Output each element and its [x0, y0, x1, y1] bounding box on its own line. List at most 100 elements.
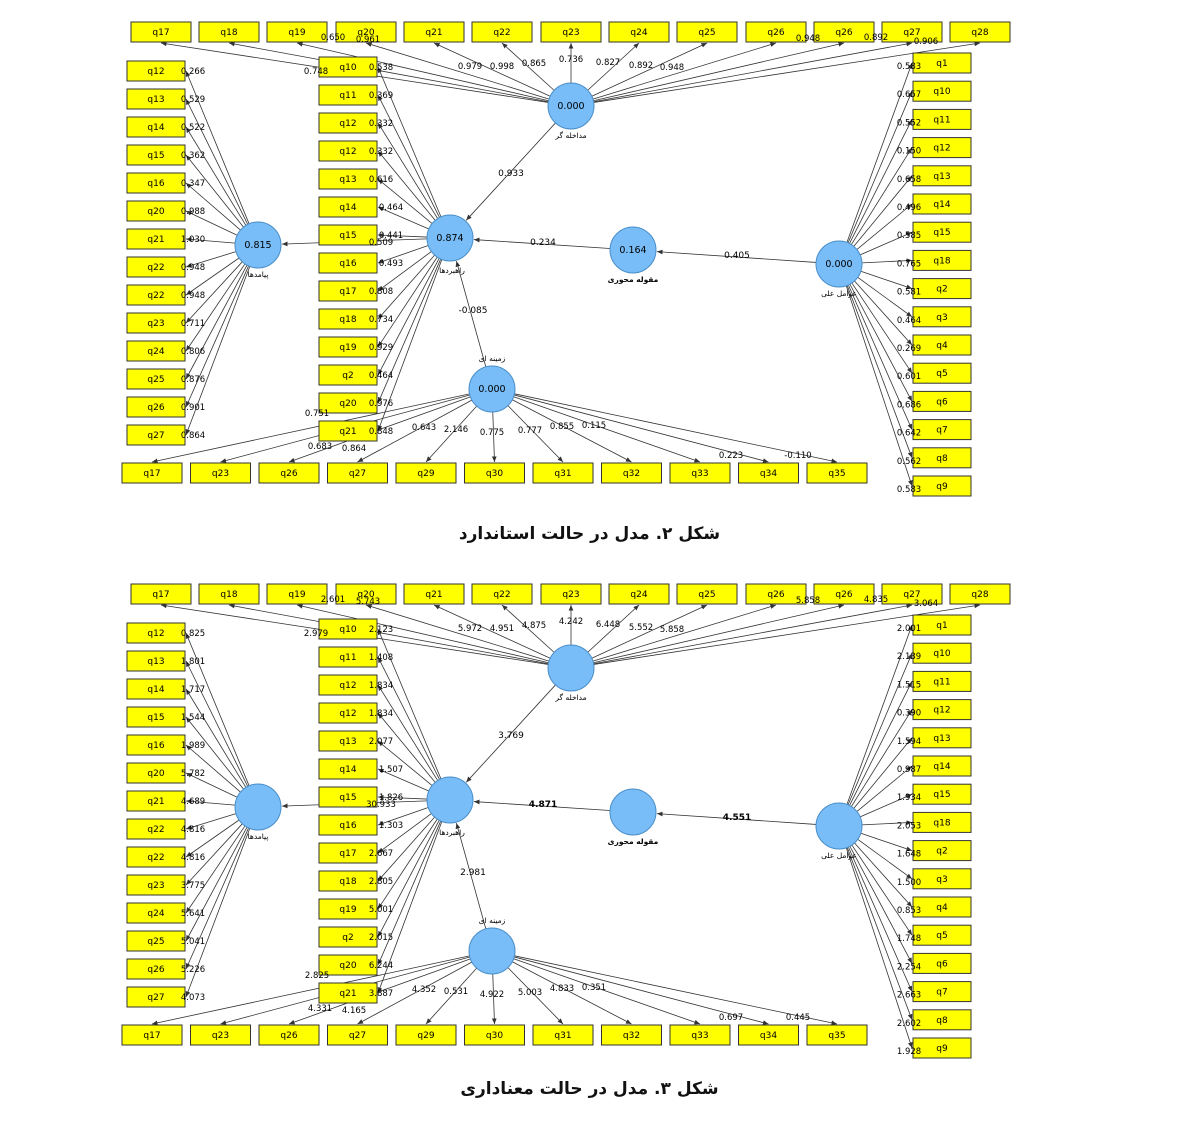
bottom-loading-label: 0.777 — [518, 426, 542, 436]
left-loading-label: 0.711 — [181, 319, 205, 329]
moderator-name: مداخله گر — [554, 131, 586, 140]
outcome-edge — [185, 182, 241, 231]
category-value: 0.164 — [619, 245, 646, 256]
indicator-label: q15 — [933, 228, 950, 238]
causal-edge — [849, 284, 913, 402]
right-loading-label: 0.658 — [897, 175, 921, 185]
moderator-edge — [433, 42, 551, 97]
mid-indicator-q14: q14 — [318, 758, 378, 780]
moderator-edge — [592, 604, 777, 662]
indicator-box — [395, 1024, 457, 1046]
indicator-box — [912, 1037, 972, 1059]
indicator-label: q9 — [936, 1044, 948, 1054]
indicator-label: q19 — [339, 905, 356, 915]
indicator-label: q6 — [936, 397, 948, 407]
bottom-indicator-q32: q32 — [601, 462, 662, 484]
bottom-loading-label: 4.922 — [480, 990, 504, 1000]
outcome-edge — [185, 261, 243, 324]
right-loading-label: 2.254 — [897, 962, 921, 972]
strategy-edge — [377, 258, 440, 376]
context-edge — [357, 961, 473, 1025]
outcome-edge — [185, 688, 247, 788]
moderator-edge — [228, 603, 549, 665]
left-indicator-q20: q20 — [126, 200, 186, 222]
indicator-box — [126, 930, 186, 952]
indicator-label: q26 — [147, 965, 164, 975]
indicator-label: q26 — [147, 403, 164, 413]
indicator-label: q22 — [493, 28, 510, 38]
indicator-box — [813, 583, 875, 605]
indicator-label: q17 — [339, 287, 356, 297]
path-moderator-strategy — [465, 122, 556, 221]
indicator-box — [126, 172, 186, 194]
indicator-label: q10 — [339, 625, 356, 635]
indicator-box — [335, 21, 397, 43]
mid-loading-label: 2.667 — [369, 849, 393, 859]
left-indicator-q27: q27 — [126, 986, 186, 1008]
causal-circle — [815, 240, 863, 288]
path-category-strategy — [473, 237, 611, 249]
indicator-label: q34 — [760, 469, 777, 479]
right-loading-label: 0.987 — [897, 765, 921, 775]
indicator-label: q25 — [698, 590, 715, 600]
mid-indicator-q2: q2 — [318, 926, 378, 948]
mid-loading-label: 1.408 — [369, 653, 393, 663]
moderator-edge — [228, 41, 549, 103]
indicator-box — [912, 981, 972, 1003]
indicator-box — [318, 84, 378, 106]
bottom-indicator-q34: q34 — [738, 1024, 799, 1046]
mid-loading-label: 1.834 — [369, 709, 393, 719]
mid-loading-label: 0.493 — [379, 259, 403, 269]
bottom-loading-label: 0.775 — [480, 428, 504, 438]
indicator-box — [912, 896, 972, 918]
indicator-box — [532, 1024, 594, 1046]
right-loading-label: 1.648 — [897, 850, 921, 860]
bottom-indicator-q33: q33 — [669, 1024, 731, 1046]
left-indicator-q20: q20 — [126, 762, 186, 784]
left-indicator-q23: q23 — [126, 874, 186, 896]
strategy-edge — [377, 740, 433, 786]
causal-edge — [854, 842, 913, 908]
indicator-label: q29 — [417, 1031, 434, 1041]
indicator-label: q5 — [936, 931, 947, 941]
causal-edge — [857, 839, 913, 880]
indicator-label: q25 — [698, 28, 715, 38]
indicator-box — [318, 842, 378, 864]
moderator-edge — [365, 604, 550, 662]
mid-indicator-q12: q12 — [318, 140, 378, 162]
indicator-box — [126, 874, 186, 896]
indicator-label: q8 — [936, 454, 948, 464]
moderator-edge — [592, 42, 777, 100]
right-loading-label: 0.686 — [897, 400, 921, 410]
mid-loading-label: 0.332 — [369, 147, 393, 157]
indicator-label: q15 — [933, 790, 950, 800]
indicator-label: q6 — [936, 959, 948, 969]
top-indicator-q20: q20 — [335, 21, 397, 43]
indicator-box — [126, 734, 186, 756]
left-loading-label: 0.876 — [181, 375, 205, 385]
right-loading-label: 0.642 — [897, 429, 921, 439]
indicator-label: q33 — [691, 469, 708, 479]
outcome-edge — [185, 126, 247, 226]
left-indicator-q13: q13 — [126, 650, 186, 672]
indicator-box — [126, 986, 186, 1008]
indicator-label: q14 — [339, 765, 356, 775]
indicator-label: q12 — [339, 147, 356, 157]
bottom-indicator-q30: q30 — [464, 1024, 525, 1046]
causal-edge — [853, 175, 913, 247]
right-indicator-q6: q6 — [912, 390, 972, 412]
context-edge — [512, 961, 632, 1025]
moderator-edge — [593, 41, 845, 102]
top-loading-label: 0.948 — [796, 34, 820, 44]
bottom-indicator-q27: q27 — [327, 1024, 388, 1046]
indicator-box — [130, 583, 192, 605]
mid-indicator-q20: q20 — [318, 954, 378, 976]
indicator-label: q22 — [147, 853, 164, 863]
mid-indicator-q10: q10 — [318, 56, 378, 78]
indicator-label: q10 — [933, 87, 950, 97]
right-loading-label: 0.562 — [897, 457, 921, 467]
right-loading-label: 2.139 — [897, 652, 921, 662]
path-context-strategy-label: -0.085 — [458, 306, 487, 316]
